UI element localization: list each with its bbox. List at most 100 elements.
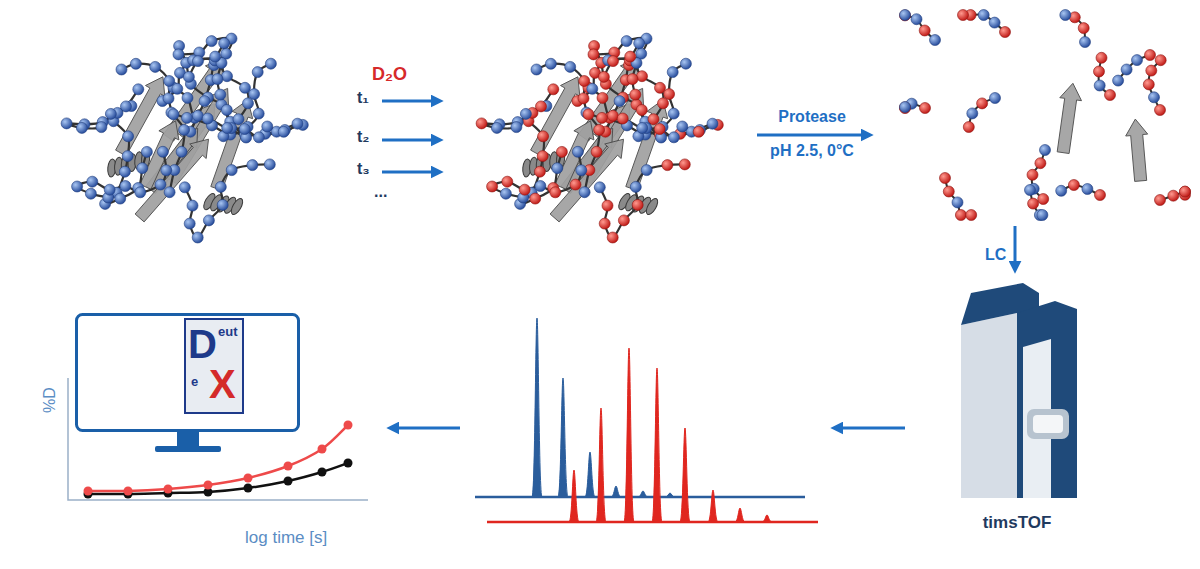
hydrogen-sphere: [239, 124, 250, 135]
deuterium-sphere: [597, 92, 608, 103]
hydrogen-sphere: [579, 187, 590, 198]
deuterium-sphere: [919, 25, 930, 36]
deuterium-sphere: [1096, 52, 1107, 63]
deuterium-sphere: [487, 181, 498, 192]
monitor-neck: [177, 432, 199, 446]
deuterium-sphere: [1155, 55, 1166, 66]
hydrogen-sphere: [630, 181, 641, 192]
hydrogen-sphere: [137, 163, 148, 174]
deuterium-sphere: [534, 166, 545, 177]
spectrum-peak: [680, 428, 690, 522]
monitor-screen: [77, 315, 299, 431]
backbone-loop: [162, 59, 248, 137]
hydrogen-sphere: [87, 176, 98, 187]
hydrogen-sphere: [264, 159, 275, 170]
hydrogen-sphere: [990, 93, 1001, 104]
deuterium-sphere: [1095, 190, 1106, 201]
reagent-label: D₂O: [372, 64, 407, 85]
deuterium-sphere: [536, 101, 547, 112]
backbone-loop: [588, 64, 686, 135]
backbone-loop: [122, 64, 185, 193]
deuterium-sphere: [1035, 158, 1046, 169]
hydrogen-sphere: [978, 10, 989, 21]
deuterium-sphere: [627, 74, 638, 85]
monitor-base: [155, 446, 221, 452]
backbone-loop: [594, 46, 718, 136]
backbone-loop: [179, 38, 233, 132]
time-label: t₂: [357, 128, 369, 146]
deuterium-sphere: [1078, 23, 1089, 34]
hydrogen-sphere: [163, 93, 174, 104]
hydrogen-sphere: [141, 146, 152, 157]
logo-letter: D: [188, 321, 217, 367]
hydrogen-sphere: [133, 84, 144, 95]
backbone-loop: [520, 121, 562, 204]
hydrogen-sphere: [222, 123, 233, 134]
flow-arrow: [842, 427, 905, 430]
data-point: [204, 481, 213, 490]
hydrogen-sphere: [614, 96, 625, 107]
spectrum-peak: [665, 493, 675, 497]
deuterium-sphere: [1180, 186, 1191, 197]
instrument-slot-inner: [1033, 415, 1063, 433]
hydrogen-sphere: [1082, 184, 1093, 195]
hydrogen-sphere: [179, 124, 190, 135]
spectrum-peak: [569, 470, 579, 522]
hydrogen-sphere: [637, 123, 648, 134]
deuterium-sphere: [655, 82, 666, 93]
node-outline: [75, 313, 300, 455]
deuterium-sphere: [963, 122, 974, 133]
hydrogen-sphere: [265, 58, 276, 69]
hydrogen-sphere: [677, 121, 688, 132]
hydrogen-sphere: [72, 181, 83, 192]
deuterium-sphere: [599, 218, 610, 229]
hydrogen-sphere: [121, 101, 132, 112]
beta-strand: [1057, 83, 1081, 153]
hydrogen-sphere: [667, 67, 678, 78]
deuterium-sphere: [1069, 12, 1080, 23]
hydrogen-sphere: [1149, 92, 1160, 103]
ellipsis-label: ...: [374, 183, 387, 201]
deuterium-sphere: [570, 179, 581, 190]
deuterium-sphere: [602, 200, 613, 211]
deuterium-sphere: [607, 110, 618, 121]
axis-label: log time [s]: [245, 528, 327, 548]
deuterium-sphere: [958, 10, 969, 21]
deuterium-sphere: [1143, 79, 1154, 90]
hydrogen-sphere: [176, 146, 187, 157]
peptide-fragments: [900, 10, 1191, 221]
node-outline: [955, 283, 1079, 498]
backbone-loop: [185, 164, 270, 237]
instrument-slot: [1027, 409, 1069, 439]
hydrogen-sphere: [262, 121, 273, 132]
hydrogen-sphere: [105, 108, 116, 119]
deuterium-sphere: [693, 126, 704, 137]
deuterium-sphere: [654, 124, 665, 135]
uptake-curve: [88, 425, 348, 491]
hydrogen-sphere: [240, 82, 251, 93]
step-label: LC: [985, 246, 1006, 264]
instrument-body: [961, 313, 1017, 498]
deuterium-sphere: [530, 193, 541, 204]
hydrogen-sphere: [641, 165, 652, 176]
data-point: [284, 462, 293, 471]
spectrum-peak: [652, 368, 662, 522]
deuterium-sphere: [630, 89, 641, 100]
hydrogen-sphere: [179, 182, 190, 193]
hydrogen-sphere: [535, 181, 546, 192]
hydrogen-sphere: [989, 17, 1000, 28]
beta-strand: [531, 77, 580, 156]
deuterium-sphere: [591, 146, 602, 157]
hydrogen-sphere: [85, 188, 96, 199]
deuterium-sphere: [476, 118, 487, 129]
data-point: [84, 487, 93, 496]
hydrogen-sphere: [226, 165, 237, 176]
data-point: [244, 474, 253, 483]
hydrogen-sphere: [1080, 37, 1091, 48]
deuterium-sphere: [1180, 186, 1191, 197]
peptide-backbone: [1118, 55, 1150, 81]
spectrum-peak: [624, 348, 634, 522]
beta-strand: [116, 77, 165, 156]
hydrogen-sphere: [1121, 64, 1132, 75]
hydrogen-sphere: [253, 108, 264, 119]
